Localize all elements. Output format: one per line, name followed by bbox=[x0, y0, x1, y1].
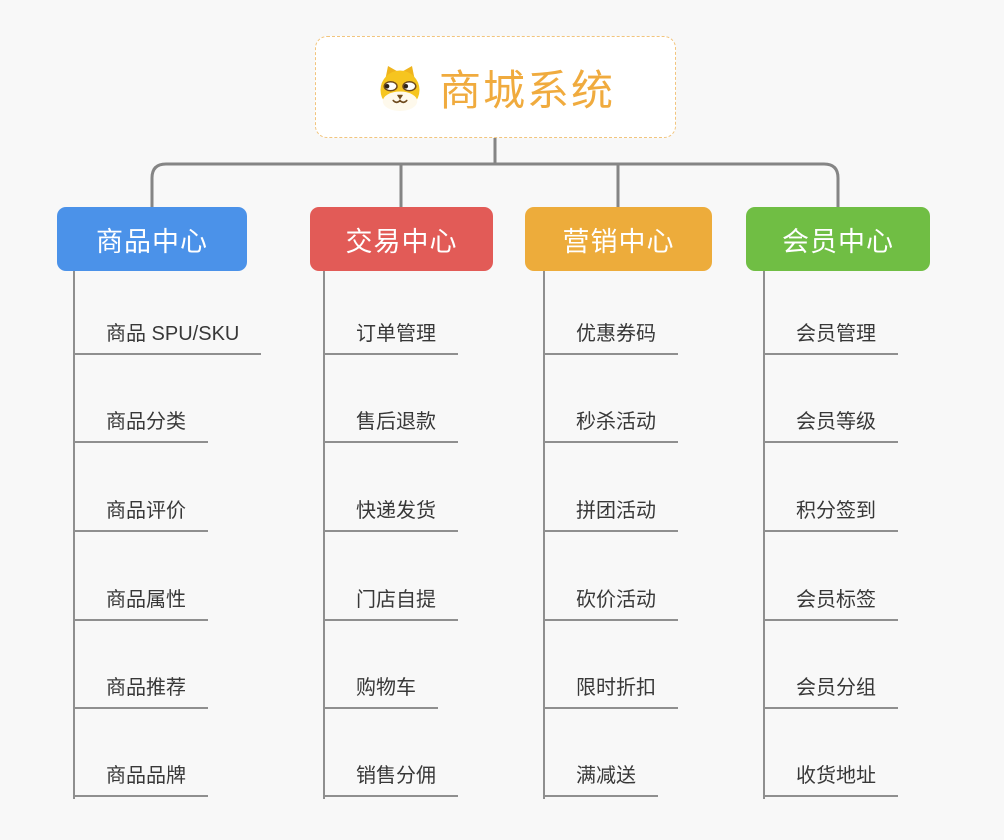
subtopic-node[interactable]: 满减送 bbox=[543, 749, 658, 797]
subtopic-node[interactable]: 商品推荐 bbox=[73, 661, 208, 709]
subtopic-node[interactable]: 销售分佣 bbox=[323, 749, 458, 797]
branch-label: 交易中心 bbox=[345, 226, 458, 257]
subtopic-node[interactable]: 会员标签 bbox=[763, 573, 898, 621]
branch-box-member-center[interactable]: 会员中心 bbox=[746, 207, 930, 271]
subtopic-node[interactable]: 优惠券码 bbox=[543, 307, 678, 355]
dog-face-icon bbox=[376, 63, 424, 111]
subtopic-node[interactable]: 拼团活动 bbox=[543, 484, 678, 532]
subtopic-node[interactable]: 商品属性 bbox=[73, 573, 208, 621]
subtopic-node[interactable]: 购物车 bbox=[323, 661, 438, 709]
subtopic-node[interactable]: 商品 SPU/SKU bbox=[73, 307, 262, 355]
branch-label: 会员中心 bbox=[782, 226, 894, 257]
root-title: 商城系统 bbox=[438, 66, 615, 114]
subtopic-node[interactable]: 快递发货 bbox=[323, 484, 458, 532]
branch-box-goods-center[interactable]: 商品中心 bbox=[57, 207, 247, 271]
subtopic-node[interactable]: 售后退款 bbox=[323, 395, 458, 443]
subtopic-node[interactable]: 砍价活动 bbox=[543, 573, 678, 621]
subtopic-node[interactable]: 商品品牌 bbox=[73, 749, 208, 797]
branch-label: 营销中心 bbox=[562, 226, 675, 257]
subtopic-node[interactable]: 限时折扣 bbox=[543, 661, 678, 709]
branch-label: 商品中心 bbox=[96, 226, 208, 257]
branch-column-marketing: 优惠券码 秒杀活动 拼团活动 砍价活动 限时折扣 满减送 bbox=[543, 271, 678, 799]
branch-column-trade: 订单管理 售后退款 快递发货 门店自提 购物车 销售分佣 bbox=[323, 271, 458, 799]
branch-column-member: 会员管理 会员等级 积分签到 会员标签 会员分组 收货地址 bbox=[763, 271, 898, 799]
root-node[interactable]: 商城系统 bbox=[315, 36, 676, 138]
subtopic-node[interactable]: 门店自提 bbox=[323, 573, 458, 621]
subtopic-node[interactable]: 订单管理 bbox=[323, 307, 458, 355]
subtopic-node[interactable]: 积分签到 bbox=[763, 484, 898, 532]
subtopic-node[interactable]: 会员等级 bbox=[763, 395, 898, 443]
branch-box-marketing-center[interactable]: 营销中心 bbox=[525, 207, 712, 271]
branch-bracket-line bbox=[150, 162, 840, 207]
subtopic-node[interactable]: 商品评价 bbox=[73, 484, 208, 532]
subtopic-node[interactable]: 会员管理 bbox=[763, 307, 898, 355]
subtopic-node[interactable]: 收货地址 bbox=[763, 749, 898, 797]
subtopic-node[interactable]: 秒杀活动 bbox=[543, 395, 678, 443]
branch-column-goods: 商品 SPU/SKU 商品分类 商品评价 商品属性 商品推荐 商品品牌 bbox=[73, 271, 262, 799]
subtopic-node[interactable]: 商品分类 bbox=[73, 395, 208, 443]
subtopic-node[interactable]: 会员分组 bbox=[763, 661, 898, 709]
branch-box-trade-center[interactable]: 交易中心 bbox=[310, 207, 493, 271]
